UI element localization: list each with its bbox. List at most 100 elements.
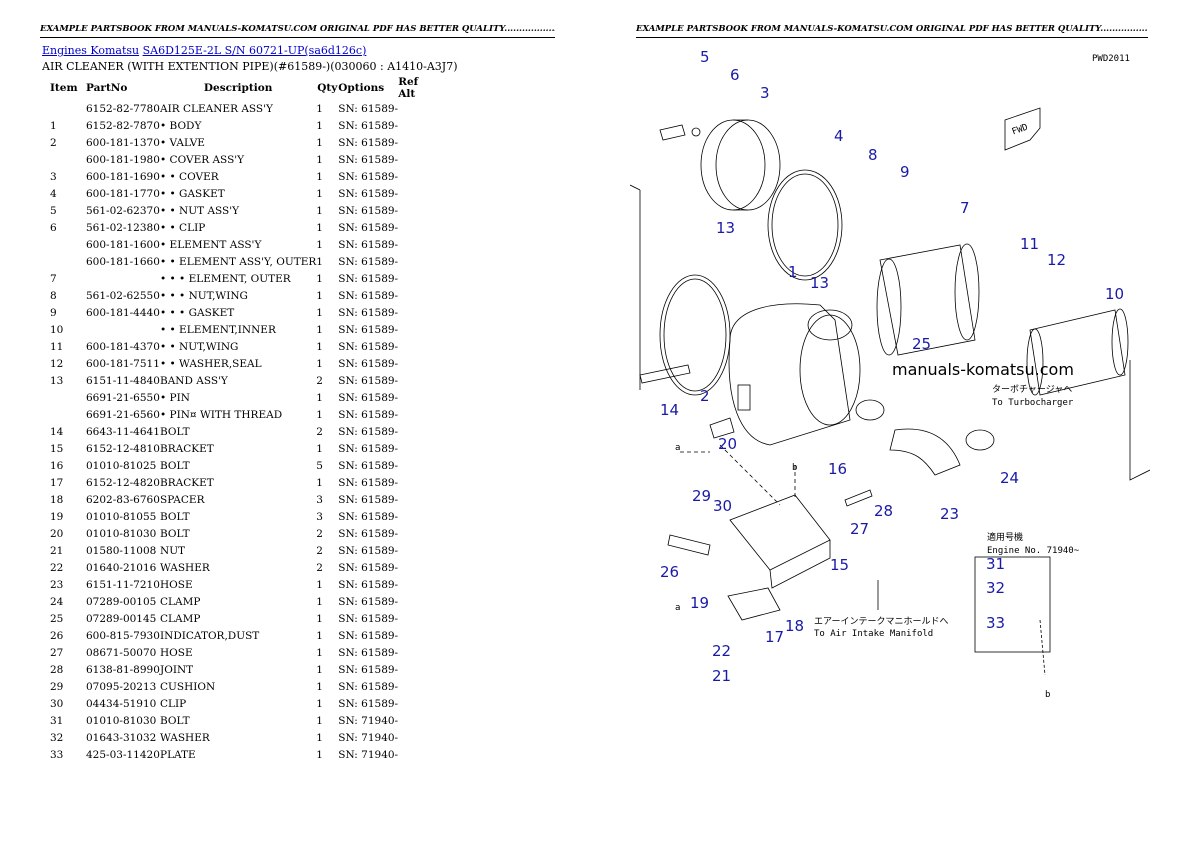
ref-alt-cell bbox=[398, 423, 428, 440]
options-cell: SN: 61589- bbox=[338, 102, 399, 115]
options-cell: SN: 61589- bbox=[338, 578, 399, 591]
item-cell: 21 bbox=[50, 544, 64, 557]
item-cell: 27 bbox=[50, 646, 64, 659]
qty-cell: 1 bbox=[316, 595, 323, 608]
qty-cell: 1 bbox=[316, 748, 323, 761]
description-cell: BOLT bbox=[160, 425, 190, 438]
ref-alt-cell bbox=[398, 100, 428, 117]
options-cell: SN: 61589- bbox=[338, 289, 399, 302]
callout-5: 5 bbox=[700, 48, 710, 66]
qty-cell: 2 bbox=[316, 374, 323, 387]
callout-23: 23 bbox=[940, 505, 959, 523]
item-cell: 19 bbox=[50, 510, 64, 523]
partno-cell: 6138-81-8990 bbox=[86, 663, 160, 676]
partno-cell: 561-02-12380 bbox=[86, 221, 160, 234]
item-cell: 18 bbox=[50, 493, 64, 506]
options-cell: SN: 61589- bbox=[338, 510, 399, 523]
col-description: Description bbox=[203, 82, 273, 94]
callout-9: 9 bbox=[900, 163, 910, 181]
callout-numbers: 1234567891011121313141516171819202122232… bbox=[660, 48, 1124, 685]
qty-cell: 1 bbox=[316, 663, 323, 676]
options-cell: SN: 61589- bbox=[338, 459, 399, 472]
description-cell: INDICATOR,DUST bbox=[160, 629, 260, 642]
item-cell: 10 bbox=[50, 323, 64, 336]
ref-alt-cell bbox=[398, 355, 428, 372]
description-cell: • PIN¤ WITH THREAD bbox=[160, 408, 283, 421]
page-subtitle: AIR CLEANER (WITH EXTENTION PIPE)(#61589… bbox=[42, 60, 458, 73]
qty-cell: 1 bbox=[316, 697, 323, 710]
description-cell: • COVER ASS'Y bbox=[160, 153, 245, 166]
clamp-24-part bbox=[965, 429, 995, 451]
description-cell: • • ELEMENT,INNER bbox=[160, 323, 276, 336]
ref-alt-cell bbox=[398, 576, 428, 593]
bracket-17-part bbox=[727, 587, 781, 621]
turbo-jp-label: ターボチャージャへ bbox=[992, 384, 1072, 395]
ref-alt-cell bbox=[398, 287, 428, 304]
parts-table: Item PartNo Description Qty Options Ref … bbox=[42, 76, 428, 763]
item-cell bbox=[42, 151, 86, 168]
ref-alt-cell bbox=[398, 168, 428, 185]
options-cell: SN: 61589- bbox=[338, 442, 399, 455]
qty-cell: 1 bbox=[316, 153, 323, 166]
bracket-part bbox=[729, 494, 831, 571]
qty-cell: 1 bbox=[316, 714, 323, 727]
options-cell: SN: 61589- bbox=[338, 221, 399, 234]
qty-cell: 1 bbox=[316, 476, 323, 489]
breadcrumb-link-model[interactable]: SA6D125E-2L S/N 60721-UP(sa6d126c) bbox=[142, 44, 367, 57]
partno-cell: 561-02-62370 bbox=[86, 204, 160, 217]
ref-alt-cell bbox=[398, 644, 428, 661]
fwd-arrow-icon bbox=[1004, 107, 1041, 151]
ref-alt-cell bbox=[398, 695, 428, 712]
callout-4: 4 bbox=[834, 127, 844, 145]
partno-cell: 6691-21-6560 bbox=[86, 408, 160, 421]
ref-alt-cell bbox=[398, 202, 428, 219]
qty-cell: 1 bbox=[316, 408, 323, 421]
description-cell: BOLT bbox=[160, 459, 190, 472]
partno-cell: 600-181-1770 bbox=[86, 187, 160, 200]
item-cell: 6 bbox=[50, 221, 57, 234]
qty-cell: 2 bbox=[316, 561, 323, 574]
options-cell: SN: 61589- bbox=[338, 136, 399, 149]
description-cell: HOSE bbox=[160, 646, 193, 659]
description-cell: BRACKET bbox=[160, 442, 214, 455]
partno-cell: 6152-12-4820 bbox=[86, 476, 160, 489]
callout-15: 15 bbox=[830, 556, 849, 574]
partno-cell bbox=[86, 270, 160, 287]
callout-21: 21 bbox=[712, 667, 731, 685]
qty-cell: 2 bbox=[316, 527, 323, 540]
marker-b: b bbox=[792, 463, 797, 473]
options-cell: SN: 61589- bbox=[338, 272, 399, 285]
item-cell: 28 bbox=[50, 663, 64, 676]
ref-alt-cell bbox=[398, 678, 428, 695]
partno-cell: 01580-11008 bbox=[86, 544, 157, 557]
drawing-code: PWD2011 bbox=[1092, 54, 1130, 64]
callout-12: 12 bbox=[1047, 251, 1066, 269]
breadcrumb-link-engines[interactable]: Engines Komatsu bbox=[42, 44, 140, 57]
options-cell: SN: 61589- bbox=[338, 476, 399, 489]
page-header-right: EXAMPLE PARTSBOOK FROM MANUALS-KOMATSU.C… bbox=[636, 24, 1148, 38]
clamp-25-part bbox=[855, 399, 885, 421]
partno-cell: 600-181-1690 bbox=[86, 170, 160, 183]
description-cell: SPACER bbox=[160, 493, 205, 506]
qty-cell: 1 bbox=[316, 204, 323, 217]
description-cell: BOLT bbox=[160, 714, 190, 727]
description-cell: • • WASHER,SEAL bbox=[160, 357, 262, 370]
description-cell: WASHER bbox=[160, 561, 210, 574]
outer-element-part bbox=[879, 244, 976, 356]
qty-cell: 1 bbox=[316, 238, 323, 251]
options-cell: SN: 61589- bbox=[338, 119, 399, 132]
qty-cell: 5 bbox=[316, 459, 323, 472]
